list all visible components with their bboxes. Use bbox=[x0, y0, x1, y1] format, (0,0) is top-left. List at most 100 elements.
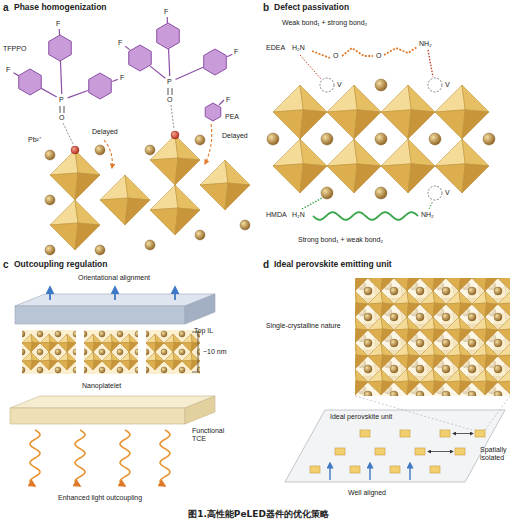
panel-title: Outcoupling regulation bbox=[14, 260, 108, 270]
benzene-ring bbox=[205, 103, 221, 121]
perovskite-unit bbox=[350, 466, 360, 473]
octahedron-face bbox=[381, 164, 411, 193]
atom-label: NH₂ bbox=[419, 40, 432, 48]
bond-line bbox=[61, 61, 62, 94]
octahedron bbox=[182, 334, 200, 352]
octahedron bbox=[58, 352, 76, 370]
octahedron bbox=[355, 317, 368, 343]
octahedron bbox=[164, 352, 182, 370]
octahedron bbox=[420, 278, 446, 291]
octahedron bbox=[368, 369, 394, 395]
octahedron bbox=[394, 278, 420, 291]
octahedron bbox=[50, 150, 100, 200]
note-label: Spatially isolated bbox=[480, 446, 514, 462]
molecule-label: TFPPO bbox=[3, 45, 26, 53]
octahedron bbox=[498, 343, 510, 369]
a-site-cation bbox=[390, 287, 398, 295]
nanoplatelet-ground bbox=[22, 330, 76, 374]
octahedron-face bbox=[125, 198, 150, 225]
atom-label: P bbox=[59, 96, 64, 104]
a-site-cation bbox=[442, 287, 450, 295]
a-site-cation bbox=[117, 367, 123, 373]
a-site-cation bbox=[267, 133, 279, 145]
octahedron bbox=[472, 369, 498, 395]
panel-c-art bbox=[10, 287, 215, 486]
octahedron bbox=[446, 317, 472, 343]
atom-label: P bbox=[167, 78, 172, 86]
bond-line bbox=[168, 88, 169, 95]
a-site-cation bbox=[84, 367, 87, 373]
octahedron bbox=[472, 343, 498, 369]
a-site-cation bbox=[240, 220, 250, 230]
a-site-cation bbox=[442, 339, 450, 347]
perovskite-unit bbox=[475, 430, 485, 437]
octahedron-face bbox=[100, 198, 128, 225]
octahedron bbox=[102, 334, 120, 352]
octahedron bbox=[381, 139, 435, 193]
light-wave bbox=[30, 430, 40, 486]
octahedron bbox=[394, 343, 420, 369]
octahedron-face bbox=[75, 200, 100, 225]
octahedron-face bbox=[150, 158, 178, 185]
note-label: Ideal perovskite unit bbox=[330, 413, 392, 421]
a-site-cation bbox=[161, 367, 167, 373]
a-site-cation bbox=[468, 287, 476, 295]
octahedron-face bbox=[225, 160, 250, 185]
octahedron bbox=[355, 343, 368, 369]
a-site-cation bbox=[195, 230, 205, 240]
octahedron-face bbox=[150, 185, 178, 210]
a-site-cation bbox=[45, 195, 55, 205]
a-site-cation bbox=[145, 240, 155, 250]
edea-chain bbox=[342, 48, 373, 56]
octahedron-face bbox=[100, 175, 128, 200]
figure-caption: 图1.高性能PeLED器件的优化策略 bbox=[0, 508, 517, 521]
octahedron-face bbox=[273, 110, 303, 139]
a-site-cation bbox=[390, 339, 398, 347]
perovskite-unit bbox=[415, 448, 425, 455]
panel-letter: d bbox=[263, 259, 269, 271]
nanoplatelet-ground bbox=[146, 330, 200, 374]
octahedron bbox=[58, 334, 76, 352]
a-site-cation bbox=[364, 391, 372, 396]
octahedron bbox=[368, 291, 394, 317]
octahedron-face bbox=[435, 110, 465, 139]
octahedron bbox=[498, 317, 510, 343]
dimension-label: ~10 nm bbox=[203, 348, 227, 356]
atom-label: F bbox=[6, 66, 10, 74]
a-site-cation bbox=[37, 331, 43, 337]
a-site-cation bbox=[416, 313, 424, 321]
a-site-cation bbox=[145, 145, 155, 155]
octahedron bbox=[146, 334, 164, 352]
a-site-cation bbox=[95, 145, 105, 155]
panel-d-art bbox=[285, 260, 517, 482]
light-wave bbox=[160, 430, 170, 486]
light-wave bbox=[75, 430, 85, 486]
isolation-arrow bbox=[453, 433, 463, 434]
vacancy-circle bbox=[428, 78, 442, 92]
panel-title: Defect passivation bbox=[274, 3, 349, 13]
nanoplatelet bbox=[146, 330, 200, 374]
atom-label: F bbox=[120, 74, 124, 82]
octahedron bbox=[327, 139, 381, 193]
bond-line bbox=[112, 79, 118, 81]
a-site-cation bbox=[468, 365, 476, 373]
octahedron bbox=[420, 369, 446, 395]
atom-label: F bbox=[164, 8, 168, 16]
octahedron bbox=[22, 334, 40, 352]
ion-label: Pb²⁺ bbox=[28, 136, 41, 144]
a-site-cation bbox=[494, 313, 502, 321]
octahedron bbox=[22, 352, 40, 370]
octahedron bbox=[150, 185, 200, 235]
octahedron bbox=[164, 334, 182, 352]
single-crystal bbox=[355, 278, 510, 396]
octahedron bbox=[498, 369, 510, 395]
a-site-cation bbox=[364, 287, 372, 295]
a-site-cation bbox=[390, 391, 398, 396]
cation-layer bbox=[358, 282, 496, 394]
a-site-cation bbox=[375, 187, 387, 199]
a-site-cation bbox=[442, 313, 450, 321]
octahedron bbox=[120, 352, 138, 370]
octahedron bbox=[273, 85, 327, 139]
a-site-cation bbox=[375, 79, 387, 91]
bond-line bbox=[172, 88, 173, 95]
